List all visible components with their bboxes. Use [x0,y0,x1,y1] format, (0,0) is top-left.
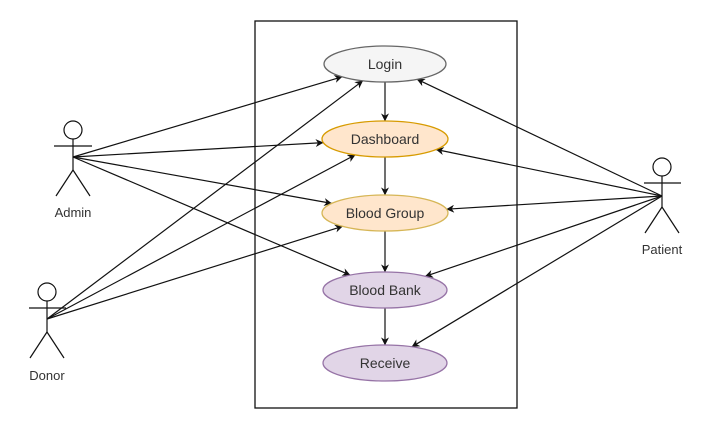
use-case-blood-group[interactable]: Blood Group [321,194,449,232]
actor-leg-right [46,331,65,359]
use-case-receive[interactable]: Receive [322,344,448,382]
actor-admin[interactable] [54,120,92,197]
association-admin-dashboard [72,139,324,158]
use-case-login[interactable]: Login [323,45,447,83]
association-patient-login [416,78,663,197]
system-boundary [254,20,518,409]
actor-head [652,157,672,177]
actor-label-admin: Admin [55,205,92,220]
actor-leg-left [29,331,48,359]
association-admin-blood-group [72,156,333,206]
use-case-label: Dashboard [351,131,420,147]
association-patient-blood-bank [424,195,663,278]
association-admin-login [72,75,343,158]
use-case-dashboard[interactable]: Dashboard [321,120,449,158]
associations [46,75,663,348]
association-patient-blood-group [446,195,663,213]
use-case-label: Blood Group [346,205,425,221]
use-case-blood-bank[interactable]: Blood Bank [322,271,448,309]
actor-leg-left [55,169,74,197]
actor-leg-left [644,206,663,234]
actor-label-patient: Patient [642,242,683,257]
actor-head [37,282,57,302]
association-donor-dashboard [46,154,356,320]
association-patient-receive [411,195,663,348]
association-donor-blood-group [46,224,343,320]
association-patient-dashboard [435,147,663,197]
actor-leg-right [72,169,91,197]
association-admin-blood-bank [72,156,351,276]
actor-patient[interactable] [644,157,681,234]
actor-label-donor: Donor [29,368,65,383]
association-donor-login [46,80,364,320]
use-case-label: Blood Bank [349,282,422,298]
use-case-label: Receive [360,355,411,371]
actor-donor[interactable] [29,282,66,359]
actor-leg-right [661,206,680,234]
use-case-label: Login [368,56,402,72]
actor-head [63,120,83,140]
